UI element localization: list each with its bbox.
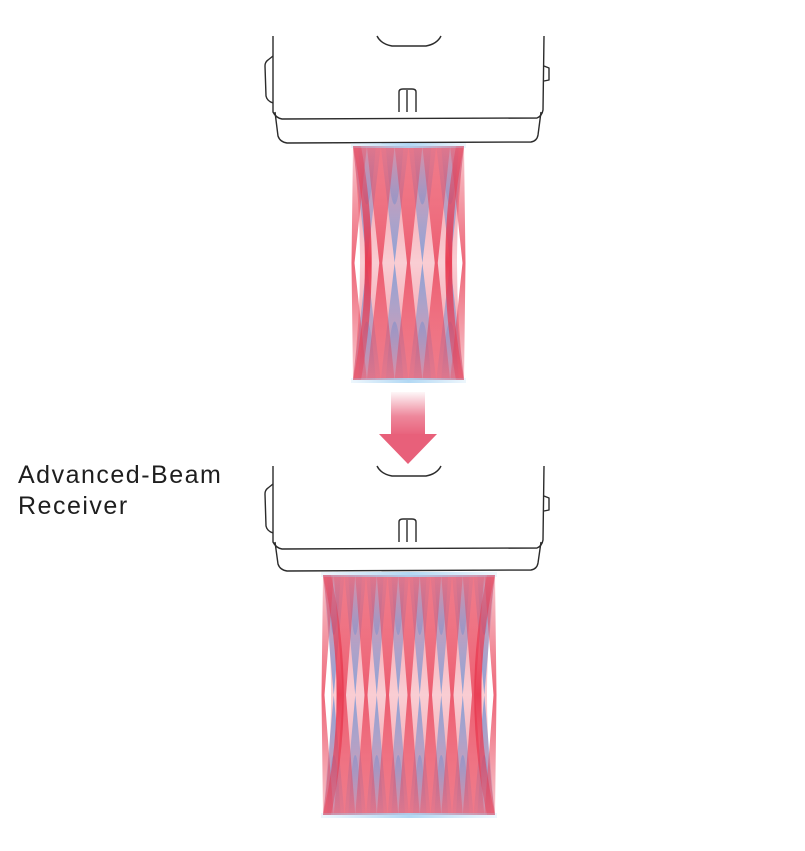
standard-beam [351, 143, 466, 383]
advanced-beam-lobe-3 [369, 575, 384, 815]
standard-device-body [272, 35, 545, 120]
standard-device-right-tab [543, 65, 550, 82]
standard-beam-ray-1 [351, 146, 367, 380]
standard-beam-ray-3 [394, 146, 423, 380]
advanced-device-base [274, 541, 542, 572]
advanced-device-side-button [264, 483, 274, 534]
advanced-beam-lobe-6 [434, 575, 449, 815]
advanced-device [264, 465, 550, 572]
advanced-beam-ray-1 [321, 575, 334, 815]
advanced-device-top-notch [376, 465, 442, 477]
advanced-beam-ray-7 [441, 575, 463, 815]
advanced-beam-edge-right [474, 575, 495, 815]
advanced-beam-receiver-label: Advanced-Beam Receiver [18, 460, 222, 522]
advanced-beam-edge-left [323, 575, 344, 815]
standard-device-side-button [264, 55, 274, 104]
advanced-beam-ray-4 [376, 575, 399, 815]
advanced-beam [321, 572, 497, 818]
advanced-device-body [272, 465, 545, 550]
standard-beam-ray-4 [422, 146, 451, 380]
standard-device-top-notch [376, 35, 442, 47]
standard-device [264, 35, 550, 144]
label-line-1: Advanced-Beam [18, 461, 223, 489]
standard-device-base [274, 111, 542, 144]
standard-beam-lobe-2 [385, 146, 404, 380]
upgrade-arrow-icon [379, 392, 437, 464]
advanced-beam-ray-9 [484, 575, 497, 815]
standard-beam-edge-right [445, 146, 464, 380]
advanced-beam-ray-3 [355, 575, 377, 815]
advanced-beam-cap-top [321, 572, 497, 577]
advanced-beam-lobe-2 [348, 575, 363, 815]
standard-beam-cap-top [351, 143, 466, 148]
advanced-device-right-tab [543, 495, 550, 512]
advanced-beam-ray-5 [398, 575, 420, 815]
advanced-device-slot [398, 518, 417, 542]
standard-beam-cap-bottom [351, 378, 466, 383]
standard-beam-ray-2 [366, 146, 395, 380]
standard-device-slot [398, 88, 417, 112]
advanced-beam-cap-bottom [321, 813, 497, 818]
standard-beam-edge-left [353, 146, 372, 380]
advanced-beam-lobe-5 [412, 575, 427, 815]
label-line-2: Receiver [18, 492, 129, 520]
standard-beam-ray-5 [450, 146, 466, 380]
advanced-beam-lobe-4 [391, 575, 406, 815]
standard-beam-lobe-3 [413, 146, 432, 380]
advanced-beam-ray-6 [419, 575, 442, 815]
advanced-beam-lobe-7 [455, 575, 470, 815]
